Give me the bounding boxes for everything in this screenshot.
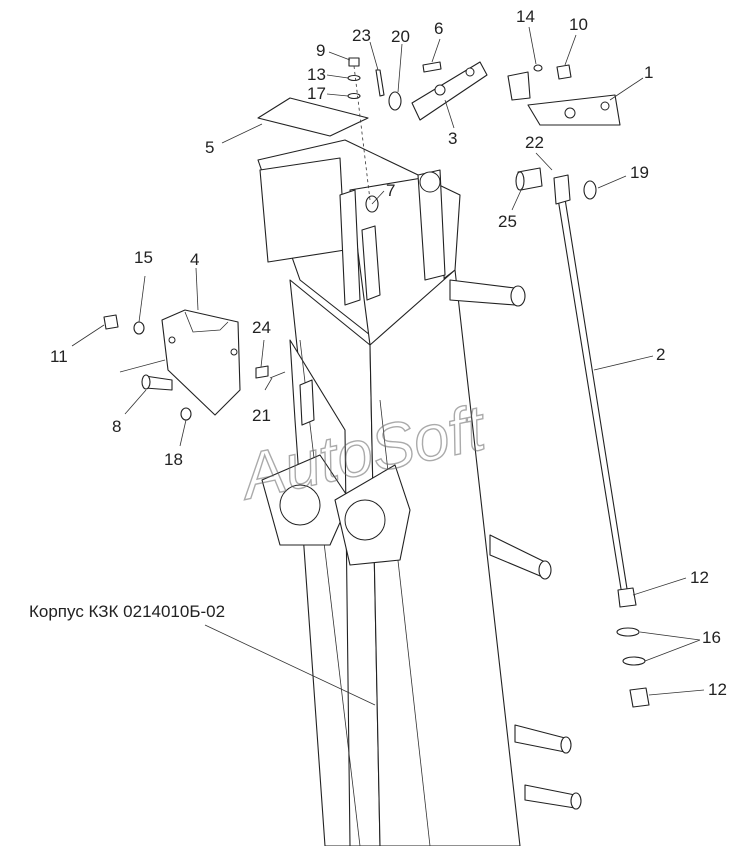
shaft-middle (489, 534, 546, 579)
callout-17: 17 (307, 84, 326, 103)
washer-19-part (583, 180, 597, 200)
bolt-6-part (422, 61, 442, 73)
housing-flanges (261, 454, 411, 566)
link-bar-3 (411, 61, 488, 121)
lever-1-hole-b (600, 101, 610, 111)
callout-15: 15 (134, 248, 153, 267)
callout-labels: 1 2 3 4 5 6 7 8 9 10 11 12 12 13 14 15 1… (50, 7, 727, 699)
shaft-lower-1 (514, 724, 566, 753)
callout-25: 25 (498, 212, 517, 231)
washer-14-part (533, 64, 543, 72)
callout-16: 16 (702, 628, 721, 647)
washer-15-part (133, 321, 145, 335)
axis-line-top (353, 65, 371, 201)
housing-edge-line (299, 339, 361, 846)
washer-13-part (347, 74, 361, 82)
nut-12-lower (629, 687, 650, 708)
pin-25-end (515, 171, 525, 191)
shaft-lower-1-end (560, 736, 572, 754)
lever-bracket (507, 71, 531, 101)
hinge-right-eye (419, 171, 441, 193)
assembly-caption: Корпус КЗК 0214010Б-02 (29, 602, 225, 621)
callout-9: 9 (316, 41, 325, 60)
callout-19: 19 (630, 163, 649, 182)
hinge-right (417, 169, 446, 281)
shaft-middle-end (538, 560, 552, 580)
washer-16-lower (622, 656, 646, 666)
leader-lines (71, 26, 705, 706)
washer-20-part (388, 91, 402, 111)
washer-17-part (347, 92, 361, 100)
callout-3: 3 (448, 129, 457, 148)
bolt-24-part (255, 365, 269, 379)
nut-10-part (556, 64, 572, 80)
callout-5: 5 (205, 138, 214, 157)
callout-11: 11 (50, 347, 68, 366)
housing-hinges (339, 169, 446, 306)
flange-right-hole (344, 499, 386, 541)
callout-12-upper: 12 (690, 568, 709, 587)
callout-8: 8 (112, 417, 121, 436)
callout-2: 2 (656, 345, 665, 364)
washer-16-upper (616, 627, 640, 637)
side-cover-4 (161, 309, 241, 416)
callout-21: 21 (252, 406, 271, 425)
rod-2-head (553, 174, 571, 205)
side-cover-4-notch (184, 311, 229, 333)
pin-23-part (375, 69, 385, 97)
callout-22: 22 (525, 133, 544, 152)
shaft-lower-2-end (570, 792, 582, 810)
housing-front-face (369, 269, 521, 846)
housing-shafts (449, 279, 582, 810)
callout-20: 20 (391, 27, 410, 46)
housing-top-window (259, 157, 346, 263)
assembly-line-4 (119, 359, 166, 373)
rod-2 (554, 179, 629, 596)
hinge-plate-small (361, 225, 381, 301)
callout-18: 18 (164, 450, 183, 469)
callout-4: 4 (190, 250, 199, 269)
flange-left-hole (279, 484, 321, 526)
nut-12-upper (617, 587, 637, 608)
callout-12-lower: 12 (708, 680, 727, 699)
callout-7: 7 (386, 181, 395, 200)
side-cover-4-hole-b (230, 348, 238, 356)
washer-18-part (180, 407, 192, 421)
shaft-upper (449, 279, 516, 306)
link-bar-3-hole-a (434, 84, 446, 96)
shaft-upper-end (510, 285, 526, 307)
nut-11-part (103, 314, 119, 330)
callout-23: 23 (352, 26, 371, 45)
bolt-8-head (141, 374, 151, 390)
lever-1-hole (564, 107, 576, 119)
callout-10: 10 (569, 15, 588, 34)
shaft-lower-2 (524, 784, 576, 809)
hinge-left (339, 189, 361, 306)
link-bar-3-hole-b (465, 67, 475, 77)
pin-21-part (269, 371, 286, 379)
cover-plate-5 (257, 97, 369, 137)
side-cover-4-hole-a (168, 336, 176, 344)
callout-6: 6 (434, 19, 443, 38)
callout-14: 14 (516, 7, 535, 26)
bolt-9-part (348, 57, 360, 67)
callout-13: 13 (307, 65, 326, 84)
callout-24: 24 (252, 318, 271, 337)
callout-1: 1 (644, 63, 653, 82)
housing-slot-plate (299, 379, 315, 426)
